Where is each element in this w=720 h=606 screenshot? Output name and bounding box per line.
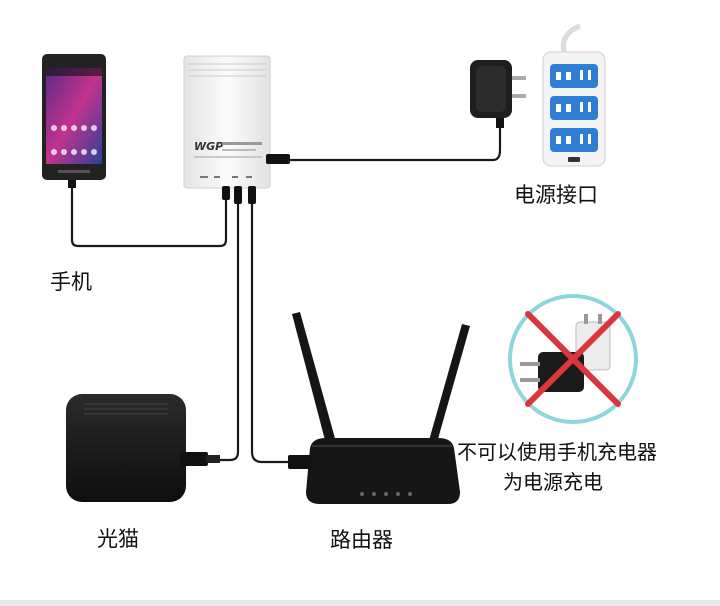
phone-cable	[70, 186, 228, 248]
ups-brand: WGP	[194, 140, 223, 153]
phone-label: 手机	[50, 270, 92, 294]
power-port-label: 电源接口	[514, 183, 598, 207]
power-cable	[290, 126, 502, 162]
power-adapter	[470, 60, 526, 128]
phone	[42, 54, 106, 188]
modem-label: 光猫	[97, 527, 139, 551]
cables	[70, 126, 502, 464]
mini-ups: WGP	[183, 55, 290, 204]
app-icons	[51, 125, 97, 155]
power-strip	[542, 23, 606, 167]
optical-modem	[66, 394, 220, 502]
router-cable	[250, 204, 290, 464]
bottom-bar	[0, 600, 720, 606]
modem-cable	[200, 204, 240, 462]
router	[288, 312, 470, 504]
router-label: 路由器	[330, 528, 393, 552]
prohibited-charger-icon	[508, 294, 638, 424]
warning-text-line1: 不可以使用手机充电器	[457, 440, 657, 464]
warning-text-line2: 为电源充电	[503, 470, 603, 494]
